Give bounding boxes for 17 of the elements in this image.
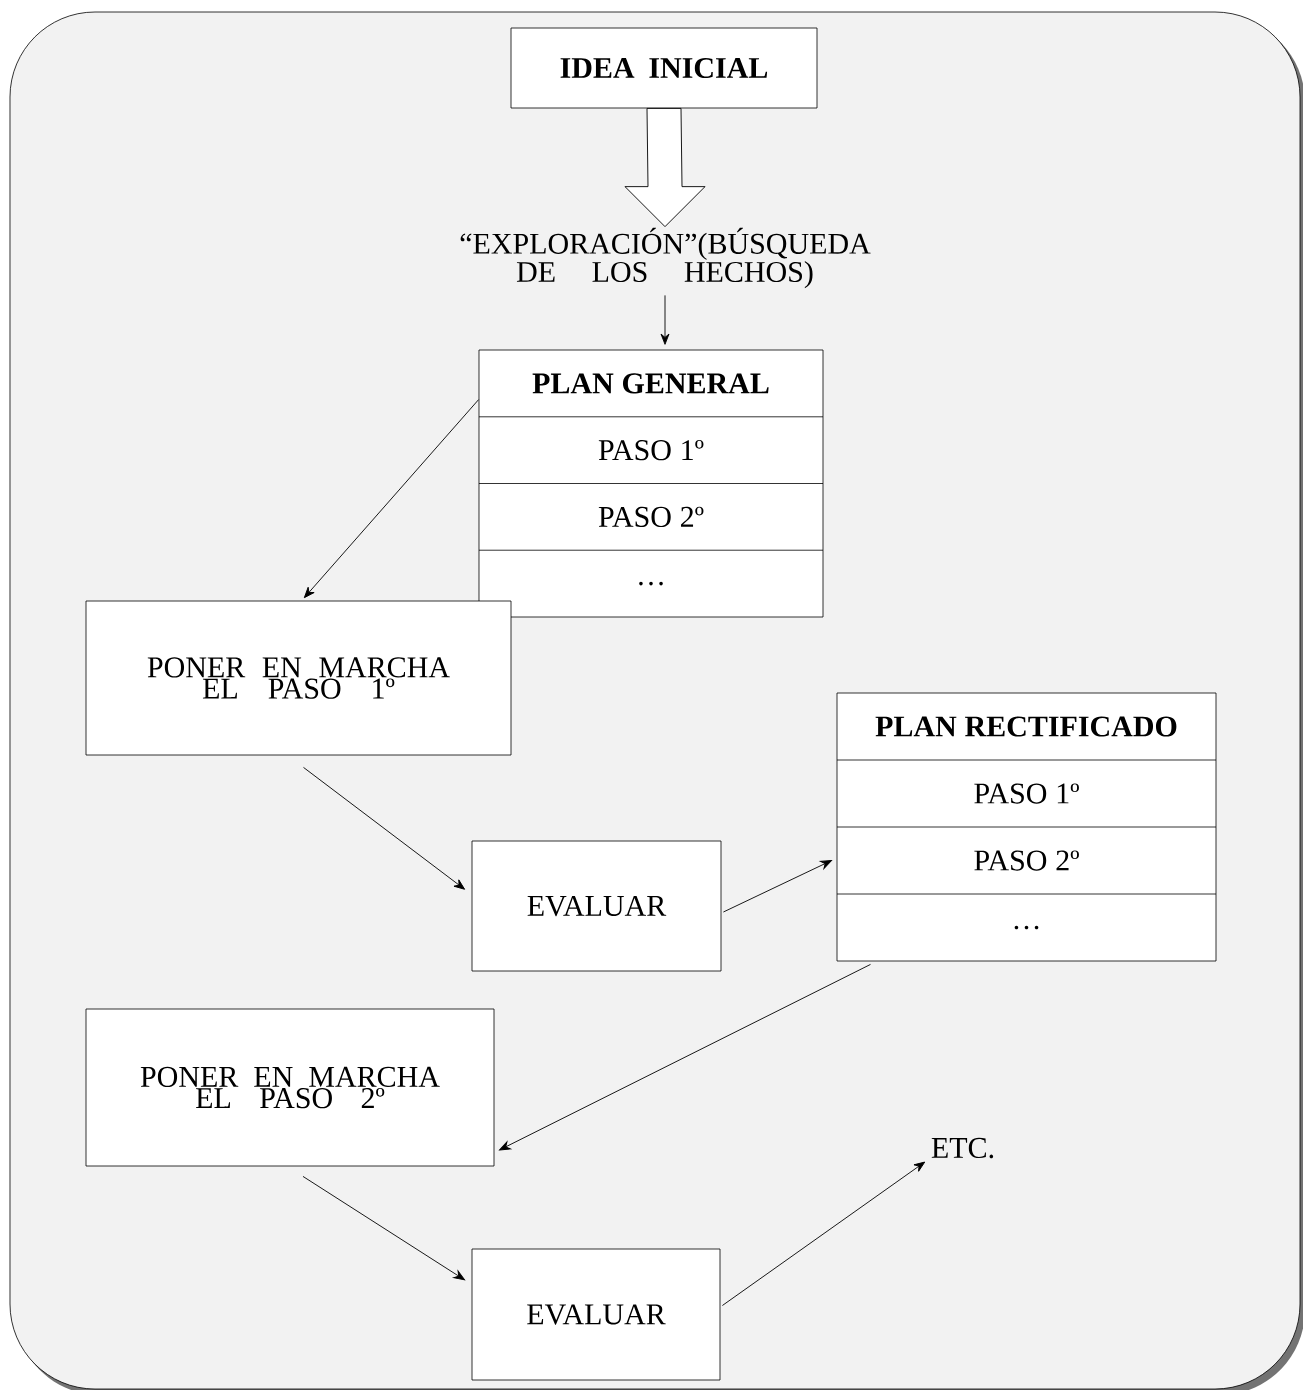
arrow bbox=[721, 1161, 926, 1306]
process-box: PONER EN MARCHA EL PASO 2º bbox=[85, 1008, 495, 1167]
arrow bbox=[303, 766, 466, 890]
plan-table: PLAN GENERAL PASO 1º PASO 2º … bbox=[478, 349, 824, 618]
plan-table: PLAN RECTIFICADO PASO 1º PASO 2º … bbox=[836, 692, 1217, 962]
arrow bbox=[302, 1175, 465, 1281]
arrow bbox=[660, 294, 670, 345]
arrow bbox=[303, 399, 480, 599]
process-box: PONER EN MARCHA EL PASO 1º bbox=[85, 600, 512, 756]
process-box: IDEA INICIAL bbox=[510, 27, 818, 109]
step-label: “EXPLORACIÓN”(BÚSQUEDA DE LOS HECHOS) bbox=[460, 227, 871, 289]
process-box: EVALUAR bbox=[471, 840, 722, 972]
step-label: ETC. bbox=[931, 1137, 994, 1159]
arrow bbox=[499, 963, 871, 1151]
block-arrow bbox=[624, 107, 706, 228]
arrow bbox=[722, 860, 832, 913]
process-box: EVALUAR bbox=[471, 1248, 721, 1381]
